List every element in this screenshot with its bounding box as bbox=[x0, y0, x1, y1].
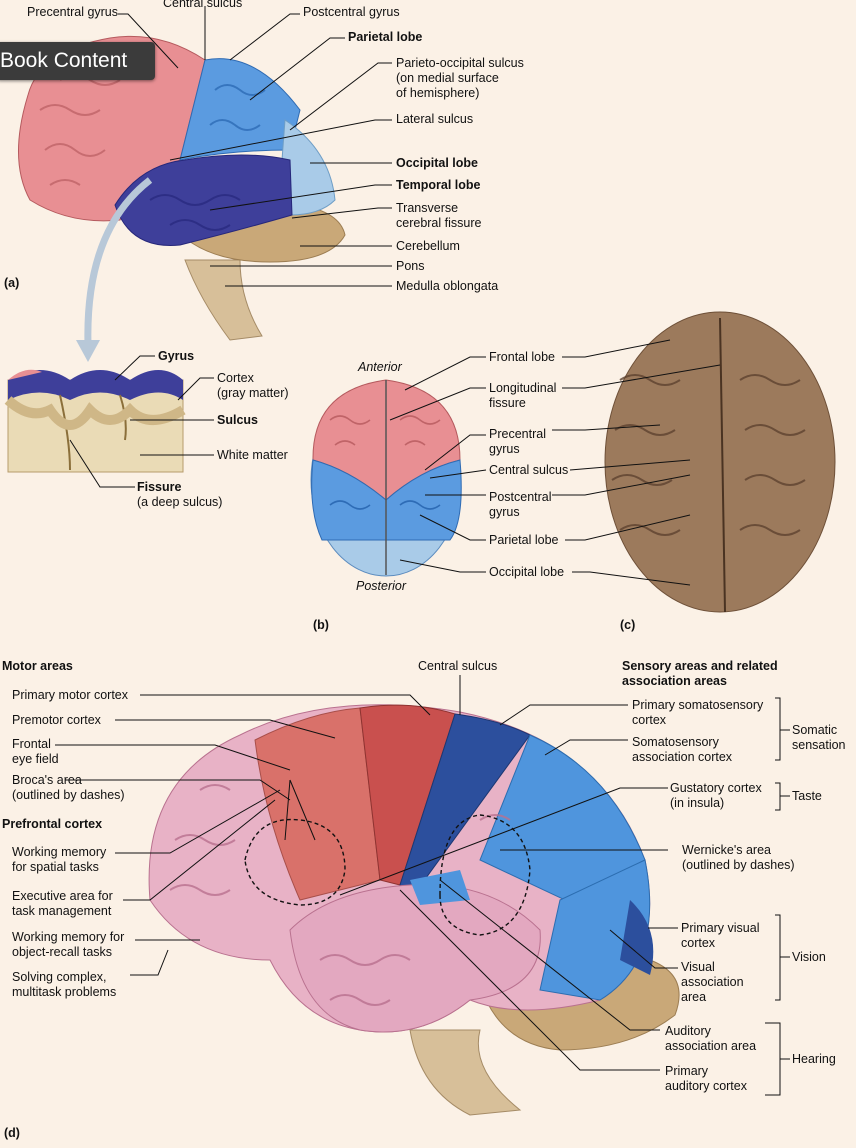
label-anterior: Anterior bbox=[358, 360, 402, 374]
label-parieto-occipital-sulcus: Parieto-occipital sulcus (on medial surf… bbox=[396, 56, 524, 100]
label-parietal-lobe-b: Parietal lobe bbox=[489, 533, 559, 547]
temporal-lobe-shape bbox=[114, 154, 293, 246]
label-occipital-lobe-b: Occipital lobe bbox=[489, 565, 565, 579]
heading-motor-areas: Motor areas bbox=[2, 659, 73, 673]
label-gustatory-cortex: Gustatory cortex (in insula) bbox=[670, 781, 762, 810]
group-somatic-sensation: Somatic sensation bbox=[792, 723, 846, 752]
label-lateral-sulcus: Lateral sulcus bbox=[396, 112, 474, 126]
label-primary-motor-cortex: Primary motor cortex bbox=[12, 688, 128, 702]
panel-d-letter: (d) bbox=[4, 1126, 20, 1140]
zoom-arrow bbox=[84, 177, 153, 346]
label-central-sulcus-b: Central sulcus bbox=[489, 463, 569, 477]
group-hearing: Hearing bbox=[792, 1052, 836, 1066]
label-medulla-oblongata: Medulla oblongata bbox=[396, 279, 499, 293]
label-sulcus: Sulcus bbox=[217, 413, 258, 427]
label-temporal-lobe: Temporal lobe bbox=[396, 178, 481, 192]
panel-a-leaders bbox=[118, 6, 392, 287]
label-transverse-fissure: Transverse cerebral fissure bbox=[396, 201, 482, 230]
panel-a-brain bbox=[17, 35, 346, 362]
label-longitudinal-fissure: Longitudinal fissure bbox=[489, 381, 557, 410]
label-executive-area: Executive area for task management bbox=[12, 889, 113, 918]
book-content-badge[interactable]: Book Content bbox=[0, 42, 155, 80]
label-somatosensory-association: Somatosensory association cortex bbox=[632, 735, 733, 764]
group-vision: Vision bbox=[792, 950, 826, 964]
panel-d-brain bbox=[148, 704, 680, 1116]
panel-b-brain bbox=[310, 379, 462, 577]
label-central-sulcus-d: Central sulcus bbox=[418, 659, 498, 673]
label-cortex: Cortex (gray matter) bbox=[217, 371, 289, 400]
label-fissure-note: (a deep sulcus) bbox=[137, 495, 223, 509]
label-frontal-eye-field: Frontal eye field bbox=[12, 737, 59, 766]
label-primary-visual-cortex: Primary visual cortex bbox=[681, 921, 760, 950]
cortex-block bbox=[4, 369, 186, 473]
panel-c-leaders bbox=[552, 339, 721, 586]
label-cerebellum: Cerebellum bbox=[396, 239, 460, 253]
label-fissure: Fissure bbox=[137, 480, 182, 494]
label-working-memory-object: Working memory for object-recall tasks bbox=[12, 930, 125, 959]
label-posterior: Posterior bbox=[356, 579, 407, 593]
label-postcentral-gyrus-b: Postcentral gyrus bbox=[489, 490, 552, 519]
label-primary-somatosensory: Primary somatosensory cortex bbox=[632, 698, 764, 727]
panel-d-leaders bbox=[55, 675, 790, 1096]
label-precentral-gyrus-a: Precentral gyrus bbox=[27, 5, 119, 19]
label-solving-complex: Solving complex, multitask problems bbox=[12, 970, 117, 999]
heading-sensory-areas: Sensory areas and related association ar… bbox=[622, 659, 778, 688]
label-visual-association: Visual association area bbox=[681, 960, 744, 1004]
panel-b-letter: (b) bbox=[313, 618, 329, 632]
label-pons: Pons bbox=[396, 259, 425, 273]
label-white-matter: White matter bbox=[217, 448, 288, 462]
brainstem-shape bbox=[184, 259, 263, 341]
panel-b-leaders bbox=[389, 356, 487, 573]
broca-outline bbox=[244, 818, 346, 906]
panel-c-brain bbox=[604, 311, 836, 613]
label-frontal-lobe-b: Frontal lobe bbox=[489, 350, 556, 364]
wernicke-outline bbox=[439, 814, 531, 936]
heading-prefrontal-cortex: Prefrontal cortex bbox=[2, 817, 103, 831]
inset-leaders bbox=[69, 355, 214, 488]
label-premotor-cortex: Premotor cortex bbox=[12, 713, 101, 727]
group-taste: Taste bbox=[792, 789, 822, 803]
label-wernickes-area: Wernicke's area (outlined by dashes) bbox=[682, 843, 795, 872]
label-central-sulcus-a: Central sulcus bbox=[163, 0, 243, 10]
label-postcentral-gyrus-a: Postcentral gyrus bbox=[303, 5, 400, 19]
panel-a-letter: (a) bbox=[4, 276, 20, 290]
label-gyrus: Gyrus bbox=[158, 349, 195, 363]
panel-c-letter: (c) bbox=[620, 618, 636, 632]
label-working-memory-spatial: Working memory for spatial tasks bbox=[12, 845, 107, 874]
label-precentral-gyrus-b: Precentral gyrus bbox=[489, 427, 546, 456]
label-occipital-lobe-a: Occipital lobe bbox=[396, 156, 478, 170]
occipital-lobe-shape bbox=[281, 119, 336, 216]
label-parietal-lobe-a: Parietal lobe bbox=[348, 30, 423, 44]
label-auditory-association: Auditory association area bbox=[665, 1024, 757, 1053]
label-brocas-area: Broca's area (outlined by dashes) bbox=[12, 773, 125, 802]
label-primary-auditory-cortex: Primary auditory cortex bbox=[665, 1064, 747, 1093]
